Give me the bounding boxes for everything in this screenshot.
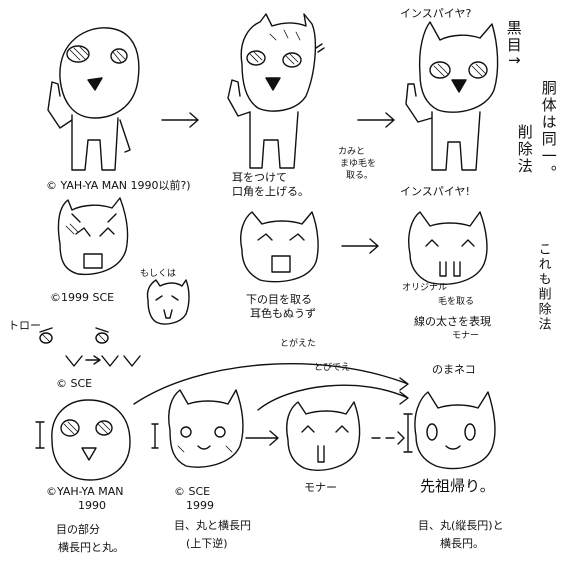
label-eyes-3b: 横長円。	[440, 537, 484, 550]
label-lower-eye-1: 下の目を取る	[246, 293, 312, 306]
label-hair: 毛を取る	[438, 297, 475, 307]
label-sce-bottom-2: 1999	[186, 499, 214, 512]
label-vertical-4: これも削除法	[535, 242, 551, 332]
label-vertical-2: 胴体は同一。	[539, 80, 558, 182]
arrow-4	[245, 430, 279, 446]
figure-round-head	[47, 27, 140, 171]
figure-toro-no-eyes	[240, 211, 319, 283]
label-yahyaman-1990: © YAH-YA MAN 1990以前?)	[46, 179, 191, 192]
label-tobiete: とびでえ	[314, 363, 351, 373]
arrow-dashed	[371, 431, 405, 445]
label-lower-eye-2: 耳色もぬうず	[250, 307, 316, 320]
label-senzo: 先祖帰り。	[420, 477, 495, 495]
figure-sce-head	[151, 389, 244, 468]
label-monaa: モナー	[304, 481, 337, 494]
label-ears-mouth-2: 口角を上げる。	[232, 185, 309, 198]
label-inspire-top: インスパイヤ?	[400, 7, 472, 20]
figure-striped-head	[227, 13, 325, 169]
label-vertical-1: 黒目↑	[504, 20, 523, 69]
figure-monaa	[286, 401, 361, 471]
label-original: オリジナル	[402, 283, 448, 293]
figure-monaa-small	[146, 279, 190, 325]
label-ears-mouth-1: 耳をつけて	[232, 171, 287, 184]
label-line-thickness: 線の太さを表現	[414, 315, 491, 328]
curve-arrow-top	[133, 363, 409, 405]
label-togaeta: とがえた	[280, 339, 317, 349]
label-sce: © SCE	[56, 377, 93, 390]
arrow-2	[357, 112, 395, 128]
label-eyebrow-2: まゆ毛を	[340, 159, 377, 169]
arrow-3	[341, 238, 379, 254]
label-sce-bottom-1: © SCE	[174, 485, 211, 498]
label-eyes-2b: (上下逆)	[186, 537, 228, 550]
label-sce-1999: ©1999 SCE	[50, 291, 115, 304]
figure-yahyaman-head	[35, 399, 131, 481]
label-eyebrow-1: カみと	[338, 147, 366, 157]
figure-toro-face	[57, 197, 129, 276]
figure-cat-head	[405, 21, 499, 171]
label-eyes-1a: 目の部分	[56, 523, 100, 536]
curve-arrow-mid	[257, 384, 409, 411]
label-yahyaman-bottom-2: 1990	[78, 499, 106, 512]
label-monaa-small: モナー	[452, 331, 480, 341]
label-eyes-1b: 横長円と丸。	[58, 541, 124, 554]
label-eyes-3a: 目、丸(縦長円)と	[418, 519, 504, 532]
label-inspire-mid: インスパイヤ!	[400, 185, 470, 198]
arrow-1	[161, 112, 199, 128]
label-vertical-3: 削除法	[515, 124, 534, 175]
label-yahyaman-bottom-1: ©YAH-YA MAN	[46, 485, 124, 498]
figure-nomaneko	[403, 391, 496, 470]
label-toro: トロー	[8, 319, 41, 332]
label-eyebrow-3: 取る。	[346, 171, 374, 181]
label-moshikuwa: もしくは	[140, 269, 177, 279]
label-nomaneko: のまネコ	[432, 363, 476, 376]
figure-eyes-sketch	[39, 327, 141, 367]
figure-original-cat	[408, 211, 488, 285]
label-eyes-2a: 目、丸と横長円	[174, 519, 251, 532]
